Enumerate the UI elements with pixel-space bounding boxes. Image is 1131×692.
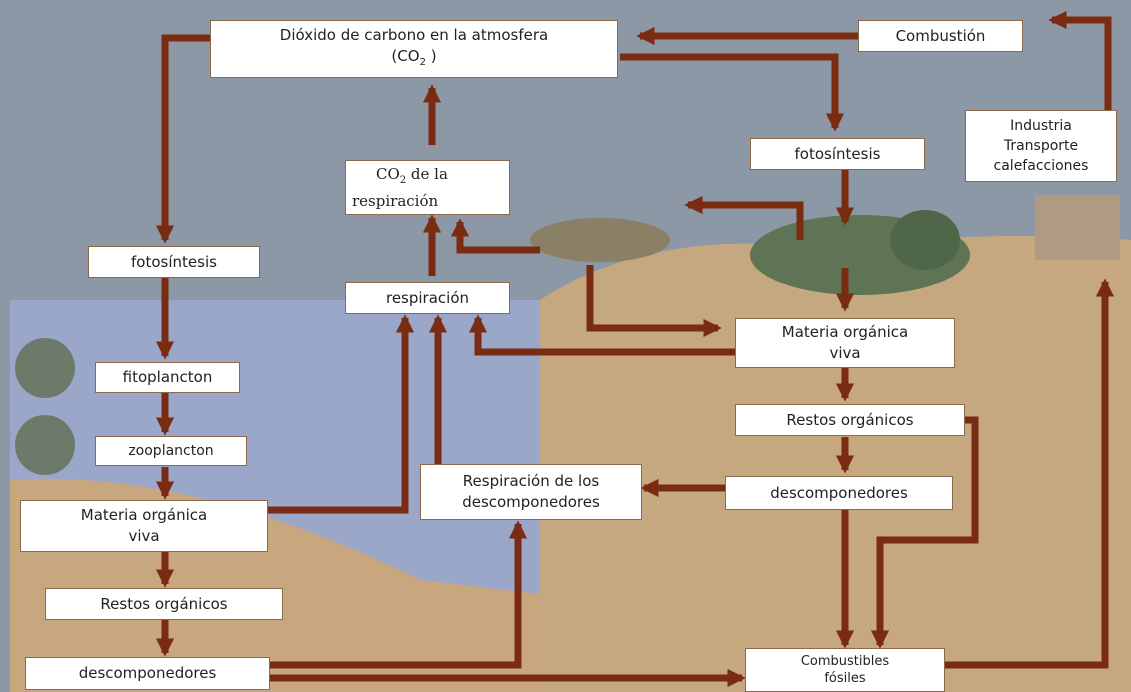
arrow-plants-to-animals	[684, 195, 804, 240]
combustion-box: Combustión	[858, 20, 1023, 52]
arrow-industry-to-combustion	[1048, 10, 1112, 110]
co2-respiration-box: CO2 de la respiración	[345, 160, 510, 215]
living-organic-matter-sea-line1: Materia orgánica	[80, 506, 208, 524]
transport-label: Transporte	[1003, 138, 1079, 154]
decomposer-respiration-line2: descomponedores	[462, 493, 600, 511]
co2-atmosphere-title: Dióxido de carbono en la atmosfera	[279, 26, 549, 44]
arrow-atm-to-photosynthesis-sea	[155, 34, 210, 244]
phytoplankton-illustration	[15, 338, 75, 398]
decomposers-land-box: descomponedores	[725, 476, 953, 510]
co2-respiration-formula: CO2 de la	[352, 164, 448, 191]
fossil-fuels-line2: fósiles	[824, 671, 866, 686]
industry-box: Industria Transporte calefacciones	[965, 110, 1117, 182]
animals-illustration	[530, 218, 670, 262]
respiration-box: respiración	[345, 282, 510, 314]
co2-formula-close: )	[425, 47, 437, 65]
living-organic-matter-sea-box: Materia orgánica viva	[20, 500, 268, 552]
fossil-fuels-box: Combustibles fósiles	[745, 648, 945, 692]
factory-illustration	[1035, 195, 1120, 260]
decomposer-respiration-box: Respiración de los descomponedores	[420, 464, 642, 520]
arrow-animals-to-co2resp	[450, 218, 540, 254]
co2-respiration-label: respiración	[352, 191, 439, 210]
living-organic-matter-land-box: Materia orgánica viva	[735, 318, 955, 368]
arrow-materia-land-to-resp	[468, 314, 735, 356]
flow-arrows	[155, 10, 1115, 688]
industry-label: Industria	[1010, 118, 1072, 134]
co2-formula-sub: 2	[419, 57, 426, 68]
phytoplankton-label: fitoplancton	[122, 368, 213, 386]
co2-resp-rest: de la	[406, 164, 448, 183]
combustion-label: Combustión	[895, 26, 986, 45]
living-organic-matter-land-line1: Materia orgánica	[781, 323, 909, 341]
decomposers-land-label: descomponedores	[770, 483, 908, 502]
co2-resp-sub: 2	[399, 174, 407, 186]
arrow-materia-sea-to-resp	[268, 314, 415, 514]
arrow-animals-to-materia-land	[586, 265, 722, 338]
photosynthesis-land-box: fotosíntesis	[750, 138, 925, 170]
living-organic-matter-sea-line2: viva	[128, 527, 160, 545]
phytoplankton-box: fitoplancton	[95, 362, 240, 393]
organic-remains-sea-label: Restos orgánicos	[100, 594, 228, 613]
photosynthesis-land-label: fotosíntesis	[794, 144, 881, 163]
respiration-label: respiración	[385, 288, 470, 307]
zooplankton-label: zooplancton	[128, 442, 214, 459]
photosynthesis-sea-box: fotosíntesis	[88, 246, 260, 278]
zooplankton-box: zooplancton	[95, 436, 247, 466]
zooplankton-illustration	[15, 415, 75, 475]
co2-atmosphere-box: Dióxido de carbono en la atmosfera (CO2 …	[210, 20, 618, 78]
photosynthesis-sea-label: fotosíntesis	[131, 252, 217, 271]
arrow-descomp-sea-to-respdesc	[270, 520, 528, 669]
heating-label: calefacciones	[993, 158, 1089, 174]
organic-remains-land-box: Restos orgánicos	[735, 404, 965, 436]
decomposers-sea-box: descomponedores	[25, 657, 270, 690]
living-organic-matter-land-line2: viva	[829, 344, 861, 362]
organic-remains-land-label: Restos orgánicos	[786, 410, 914, 429]
co2-resp-co: CO	[376, 164, 400, 183]
co2-formula-open: (CO	[391, 47, 420, 65]
fossil-fuels-line1: Combustibles	[800, 654, 890, 669]
co2-atmosphere-formula: (CO2 )	[391, 46, 436, 73]
arrow-atm-to-photosynthesis-land	[620, 53, 845, 132]
decomposers-sea-label: descomponedores	[78, 664, 217, 682]
organic-remains-sea-box: Restos orgánicos	[45, 588, 283, 620]
tree-illustration	[890, 210, 960, 270]
arrow-restos-land-to-fossil	[870, 416, 979, 649]
decomposer-respiration-line1: Respiración de los	[462, 472, 600, 490]
arrow-fossil-to-industry	[945, 278, 1115, 669]
